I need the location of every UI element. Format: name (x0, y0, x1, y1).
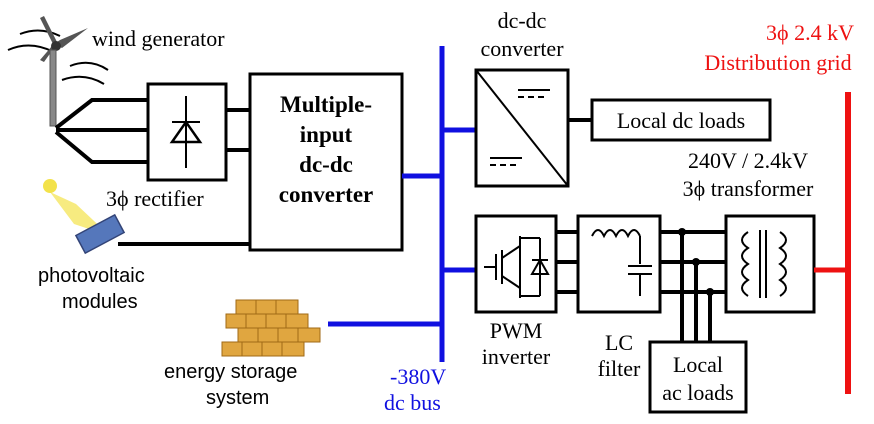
lc-filter-symbol-icon (591, 229, 652, 296)
local-dc-loads-label: Local dc loads (617, 108, 745, 133)
transformer-box (724, 214, 816, 314)
generator-wires (54, 98, 148, 164)
distribution-grid-bus (814, 92, 851, 394)
grid-label-line2: Distribution grid (704, 50, 851, 75)
local-dc-loads-box (590, 98, 772, 142)
pv-label-line2: modules (62, 291, 138, 313)
grid-label-line1: 3ϕ 2.4 kV (766, 20, 854, 45)
transformer-label-line1: 240V / 2.4kV (688, 148, 808, 173)
battery-cell (235, 299, 259, 315)
wind-generator-icon (7, 16, 109, 127)
transformer-symbol-icon (741, 230, 787, 298)
battery-cell (255, 299, 279, 315)
filter-output-wires (660, 228, 726, 342)
igbt-symbol-icon (484, 236, 550, 298)
diode-symbol-icon (169, 96, 203, 168)
filter-label-line1: LC (605, 330, 633, 355)
battery-cell (297, 327, 321, 343)
dcdc-label-line2: converter (480, 36, 564, 61)
rectifier-label: 3ϕ rectifier (106, 186, 204, 211)
mic-label-line2: input (300, 122, 353, 147)
battery-cell (275, 299, 299, 315)
mic-label-line4: converter (279, 182, 374, 207)
inverter-output-wires (556, 230, 578, 294)
battery-cell (265, 313, 289, 329)
transformer-label-line2: 3ϕ transformer (683, 176, 814, 201)
battery-cell (277, 327, 301, 343)
filter-label-line2: filter (598, 356, 641, 381)
battery-cell (285, 313, 309, 329)
local-ac-loads-box (648, 340, 748, 414)
battery-cell (261, 341, 285, 357)
dc-bus-label-line1: -380V (390, 364, 446, 389)
battery-cell (241, 341, 265, 357)
local-ac-label-line1: Local (673, 352, 723, 377)
dc-bus (328, 46, 476, 362)
battery-cell (257, 327, 281, 343)
storage-label-line2: system (206, 387, 269, 409)
dcdc-symbol-icon (475, 69, 569, 187)
inverter-label-line2: inverter (482, 344, 551, 369)
dc-bus-label-line2: dc bus (384, 390, 441, 415)
battery-cell (245, 313, 269, 329)
photovoltaic-modules-icon (43, 179, 126, 255)
mic-label-line1: Multiple- (280, 92, 372, 117)
battery-cell (281, 341, 305, 357)
energy-storage-icon (221, 299, 321, 357)
battery-cell (225, 313, 249, 329)
battery-cell (221, 341, 245, 357)
local-ac-label-line2: ac loads (662, 380, 733, 405)
pv-label-line1: photovoltaic (38, 265, 145, 287)
storage-label-line1: energy storage (164, 361, 297, 383)
mic-label-line3: dc-dc (299, 152, 353, 177)
dcdc-label-line1: dc-dc (498, 8, 547, 33)
pwm-inverter-box (474, 214, 558, 314)
battery-cell (237, 327, 261, 343)
multiple-input-converter-box (248, 72, 404, 252)
inverter-label-line1: PWM (490, 318, 543, 343)
wind-generator-label: wind generator (92, 26, 225, 51)
